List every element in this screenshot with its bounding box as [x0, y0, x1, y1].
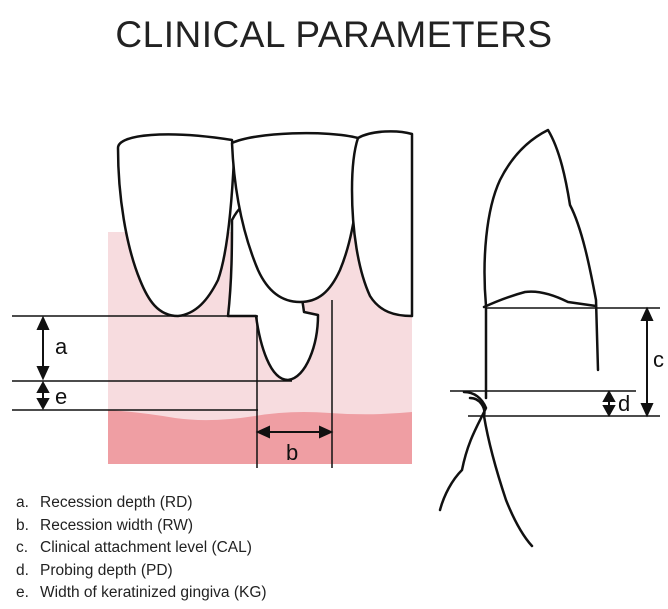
legend-key: e.: [16, 582, 40, 605]
label-b: b: [286, 440, 298, 465]
legend-item: a. Recession depth (RD): [16, 492, 267, 515]
legend-text: Clinical attachment level (CAL): [40, 537, 252, 560]
profile-cej: [484, 292, 596, 307]
profile-bone: [440, 392, 486, 510]
legend-item: d. Probing depth (PD): [16, 560, 267, 583]
legend-key: d.: [16, 560, 40, 583]
legend-item: e. Width of keratinized gingiva (KG): [16, 582, 267, 605]
label-d: d: [618, 391, 630, 416]
legend-item: c. Clinical attachment level (CAL): [16, 537, 267, 560]
legend-key: c.: [16, 537, 40, 560]
profile-tooth-crown: [485, 130, 598, 370]
legend-text: Probing depth (PD): [40, 560, 173, 583]
keratinized-gingiva-band: [108, 410, 412, 464]
legend: a. Recession depth (RD) b. Recession wid…: [16, 492, 267, 605]
legend-key: a.: [16, 492, 40, 515]
label-e: e: [55, 384, 67, 409]
legend-text: Width of keratinized gingiva (KG): [40, 582, 267, 605]
legend-text: Recession width (RW): [40, 515, 193, 538]
legend-text: Recession depth (RD): [40, 492, 192, 515]
label-c: c: [653, 347, 664, 372]
label-a: a: [55, 334, 68, 359]
legend-key: b.: [16, 515, 40, 538]
legend-item: b. Recession width (RW): [16, 515, 267, 538]
